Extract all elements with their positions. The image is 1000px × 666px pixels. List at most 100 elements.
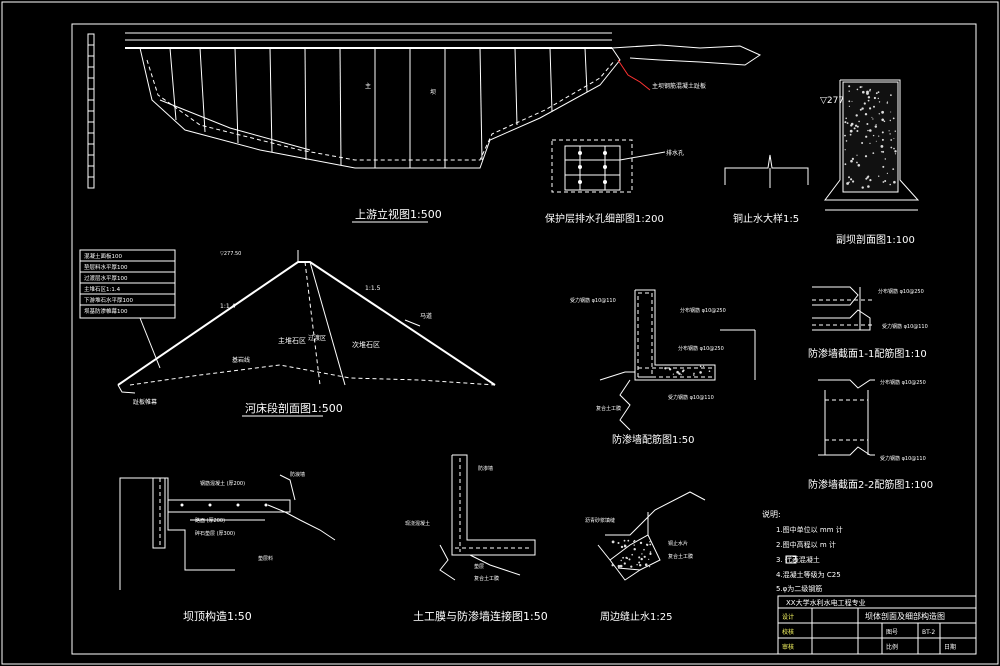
concrete-symbol — [785, 555, 797, 564]
hatch-dot — [638, 561, 641, 564]
title-main: 坝体剖面及细部构造图 — [865, 611, 945, 621]
hatch-dot — [869, 129, 872, 132]
drain-note: 排水孔 — [666, 149, 684, 157]
hatch-dot — [664, 367, 667, 370]
hatch-dot — [649, 552, 652, 556]
crest-note-b: 路面 (厚200) — [195, 517, 225, 524]
hatch-dot — [894, 153, 897, 155]
field-date: 日期 — [944, 643, 956, 651]
hatch-dot — [869, 179, 872, 182]
riverbed-section: 混凝土面板100 垫层料水平厚100 过渡层水平厚100 主堆石区1:1.4 下… — [79, 249, 496, 417]
crest-note-a: 钢筋混凝土 (厚200) — [200, 480, 245, 487]
hatch-dot — [644, 563, 648, 566]
hatch-dot — [623, 539, 626, 542]
geomembrane-joint: 防渗墙 现浇混凝土 垫层 复合土工膜 土工膜与防渗墙连接图1:50 — [405, 454, 548, 623]
hatch-dot — [648, 558, 650, 561]
hatch-dot — [633, 540, 635, 543]
hatch-dot — [877, 91, 880, 93]
hatch-dot — [848, 105, 851, 107]
hatch-dot — [889, 183, 891, 186]
hatch-dot — [623, 562, 626, 565]
hatch-dot — [889, 133, 891, 135]
hatch-dot — [881, 118, 884, 122]
section2-note-b: 受力钢筋 φ10@110 — [880, 455, 926, 462]
hatch-dot — [844, 134, 846, 137]
hatch-dot — [681, 370, 684, 373]
hatch-dot — [893, 138, 895, 139]
hatch-dot — [890, 146, 893, 149]
hatch-dot — [855, 124, 857, 126]
rebar-dots — [664, 365, 711, 376]
hatch-dot — [624, 544, 626, 546]
legend-box — [79, 249, 176, 319]
hatch-dot — [846, 182, 849, 185]
hatch-dot — [856, 161, 858, 164]
hatch-dot — [848, 85, 851, 88]
upstream-elevation: 主 坝 主坝钢筋混凝土趾板 上游立视图1:500 — [87, 32, 762, 223]
hatch-dot — [883, 120, 886, 123]
hatch-dot — [649, 543, 652, 546]
crest-section-title: 副坝剖面图1:100 — [836, 233, 915, 246]
section1-title: 防渗墙截面1-1配筋图1:10 — [808, 347, 927, 360]
hatch-dot — [890, 139, 893, 141]
hatch-dot — [881, 131, 884, 134]
hatch-dot — [646, 543, 649, 547]
hatch-dot — [672, 373, 675, 375]
hatch-dot — [873, 105, 875, 108]
section2-title: 防渗墙截面2-2配筋图1:100 — [808, 478, 933, 491]
note-3: 3. 代表混凝土 — [776, 555, 820, 564]
elevation-scale — [87, 33, 95, 189]
hatch-dot — [878, 135, 880, 137]
hatch-dot — [893, 180, 896, 184]
hatch-dot — [708, 370, 711, 373]
legend-item-6: 坝基防渗帷幕100 — [84, 307, 128, 315]
drain-hole-title: 保护层排水孔细部图1:200 — [545, 212, 664, 225]
hatch-dot — [649, 566, 651, 568]
hatch-dot — [845, 140, 848, 142]
cutoff-label: 趾板帷幕 — [133, 398, 157, 406]
hatch-dot — [875, 124, 877, 126]
title-block: XX大学水利水电工程专业 坝体剖面及细部构造图 设计 校核 审核 图号 比例 日… — [777, 595, 977, 655]
hatch-dot — [630, 565, 633, 568]
title-school: XX大学水利水电工程专业 — [786, 598, 866, 607]
cutoff-note-dist-2: 分布钢筋 φ10@250 — [678, 345, 724, 352]
upstream-elevation-title: 上游立视图1:500 — [355, 207, 442, 221]
transition-label: 过渡区 — [308, 334, 326, 342]
perimeter-note-b: 铜止水片 — [668, 540, 688, 547]
dam-label: 坝 — [430, 88, 436, 96]
hatch-dot — [881, 138, 884, 141]
hatch-dot — [856, 88, 859, 91]
crest-note-c: 碎石垫层 (厚300) — [195, 530, 235, 537]
hatch-dot — [620, 559, 622, 562]
hatch-dot — [886, 102, 889, 104]
hatch-dot — [866, 176, 869, 179]
hatch-dot — [693, 372, 695, 375]
hatch-dot — [852, 180, 855, 183]
waterstop-detail: 铜止水大样1:5 — [724, 154, 809, 225]
main-rockfill-label: 主堆石区 — [278, 336, 306, 345]
hatch-dot — [693, 374, 695, 376]
hatch-dot — [640, 557, 643, 561]
hatch-dot — [849, 129, 853, 133]
note-1: 1.图中单位以 mm 计 — [776, 525, 843, 534]
hatch-dot — [867, 99, 870, 102]
hatch-dot — [864, 113, 868, 116]
hatch-dot — [861, 107, 864, 110]
hatch-dot — [633, 548, 636, 551]
hatch-dot — [627, 539, 630, 542]
hatch-dot — [865, 135, 868, 138]
hatch-dot — [882, 165, 885, 168]
hatch-dot — [638, 556, 641, 559]
hatch-dot — [850, 178, 853, 181]
hatch-dot — [882, 150, 885, 153]
toe-slab-note: 主坝钢筋混凝土趾板 — [652, 82, 706, 90]
hatch-dot — [867, 129, 869, 132]
slope-right-label: 1:1.5 — [365, 285, 381, 292]
cutoff-wall-title: 防渗墙配筋图1:50 — [612, 433, 694, 446]
section1-note-b: 受力钢筋 φ10@110 — [882, 323, 928, 330]
hatch-dot — [867, 185, 870, 188]
cutoff-note-geomembrane: 复合土工膜 — [596, 405, 621, 412]
